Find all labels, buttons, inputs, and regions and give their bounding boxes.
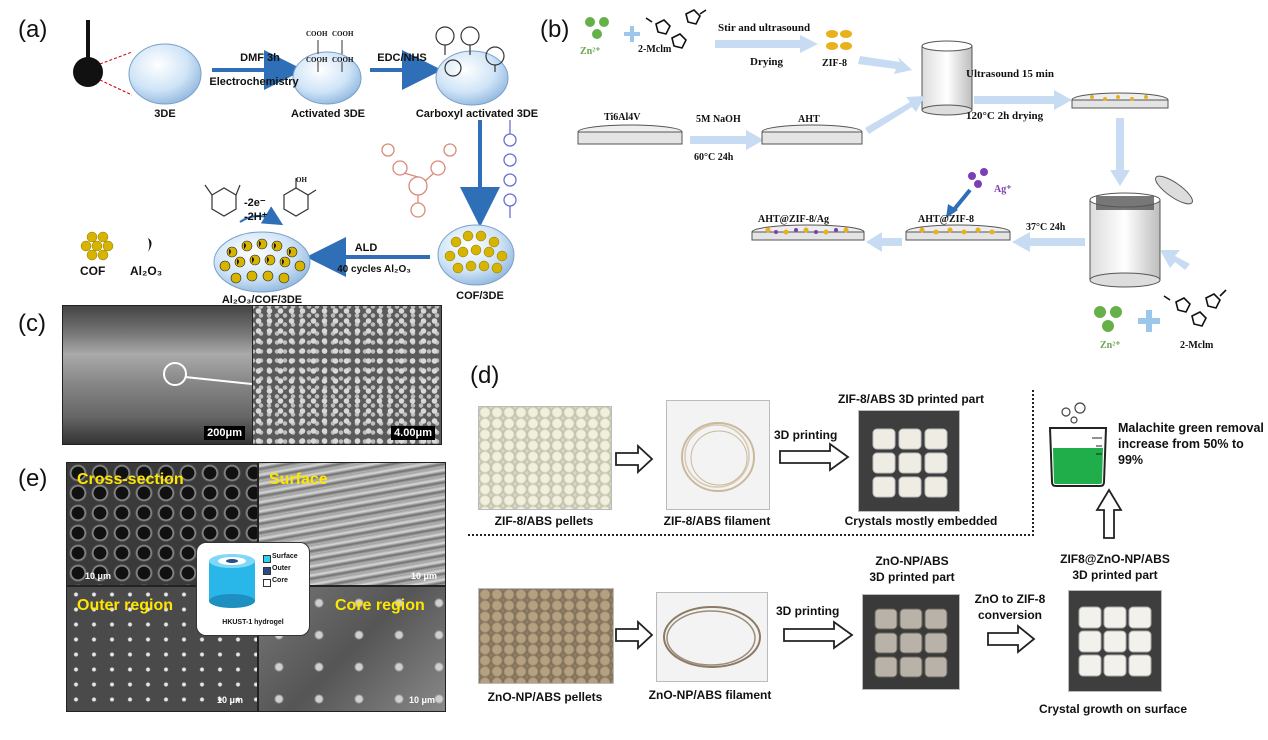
e-legend-surface: Surface — [272, 553, 298, 560]
a-ald-bottom: 40 cycles Al₂O₃ — [337, 264, 411, 275]
b-naoh-label: 5M NaOH — [696, 114, 741, 125]
d-arrow-2 — [779, 442, 850, 472]
d-zif-part-label: ZIF-8/ABS 3D printed part — [837, 392, 984, 406]
e-scale-3: 10 μm — [216, 695, 243, 705]
b-aht-zif-label: AHT@ZIF-8 — [918, 214, 974, 225]
a-step2-top: EDC/NHS — [377, 52, 427, 64]
b-mclm-bottom: 2-Mclm — [1180, 340, 1214, 351]
b-zif8-label: ZIF-8 — [822, 58, 847, 69]
d-zif8zno-part-photo — [1068, 590, 1162, 692]
b-aht-zif-ag-label: AHT@ZIF-8/Ag — [758, 214, 829, 225]
d-arrow-1 — [615, 444, 654, 474]
c-scale-200: 200μm — [204, 426, 245, 440]
b-drying-label: Drying — [750, 56, 783, 68]
a-cooh-3: COOH — [306, 56, 328, 64]
b-zn-bottom: Zn²⁺ — [1100, 340, 1121, 351]
d-arrow-5 — [987, 624, 1036, 654]
d-print1-label: 3D printing — [774, 428, 838, 442]
panel-b-diagram — [577, 9, 1227, 332]
c-zoom-arrow — [184, 376, 253, 387]
e-core-label: Core region — [335, 597, 425, 614]
d-zno-pellets-photo — [478, 588, 614, 684]
d-print2-label: 3D printing — [776, 604, 840, 618]
d-embedded-label: Crystals mostly embedded — [844, 514, 998, 528]
a-cooh-4: COOH — [332, 56, 354, 64]
e-legend-core: Core — [272, 577, 288, 584]
d-zif8zno-label-1: ZIF8@ZnO-NP/ABS — [1060, 552, 1170, 566]
c-sem-zoom: 4.00μm — [252, 305, 442, 445]
a-node-carboxyl: Carboxyl activated 3DE — [415, 108, 539, 120]
b-37c-label: 37°C 24h — [1026, 222, 1066, 233]
b-ti-label: Ti6Al4V — [604, 112, 641, 123]
panel-a-diagram — [73, 20, 517, 293]
e-hydrogel-inset: Surface Outer Core HKUST-1 hydrogel — [196, 542, 310, 636]
e-scale-2: 10 μm — [410, 571, 437, 581]
e-sem-outer: Outer region 10 μm — [66, 586, 258, 712]
e-scale-4: 10 μm — [408, 695, 435, 705]
d-divider-vertical — [1032, 390, 1034, 536]
b-naoh-cond: 60°C 24h — [694, 152, 734, 163]
e-legend-outer: Outer — [272, 565, 291, 572]
hydrogel-cylinder-icon — [209, 554, 255, 608]
d-zif-pellets-photo — [478, 406, 612, 510]
b-zn-label: Zn²⁺ — [580, 46, 601, 57]
panel-a-label: (a) — [18, 16, 48, 43]
a-node-3de: 3DE — [154, 108, 176, 120]
d-conv-label-2: conversion — [977, 608, 1043, 622]
a-oh: OH — [296, 176, 307, 184]
a-step1-top: DMF 3h — [240, 52, 280, 64]
panel-e-label: (e) — [18, 465, 48, 492]
d-zno-part-photo — [862, 594, 960, 690]
a-node-al2o3cof3de: Al₂O₃/COF/3DE — [221, 294, 303, 306]
a-ald-top: ALD — [354, 242, 378, 254]
d-zif-filament-photo — [666, 400, 770, 510]
b-mclm-label: 2-Mclm — [638, 44, 672, 55]
d-zif8zno-label-2: 3D printed part — [1072, 568, 1158, 582]
e-surface-label: Surface — [269, 471, 328, 488]
a-node-activated: Activated 3DE — [291, 108, 365, 120]
d-arrow-4 — [783, 620, 854, 650]
d-conv-label-1: ZnO to ZIF-8 — [974, 592, 1046, 606]
e-outer-label: Outer region — [77, 597, 174, 614]
e-cross-label: Cross-section — [77, 471, 184, 488]
d-zif-pellets-label: ZIF-8/ABS pellets — [494, 514, 594, 528]
d-zno-pellets-label: ZnO-NP/ABS pellets — [487, 690, 603, 704]
d-growth-label: Crystal growth on surface — [1038, 702, 1188, 716]
a-node-cof3de: COF/3DE — [456, 290, 504, 302]
a-redox-bottom: -2H⁺ — [244, 211, 268, 223]
a-legend-al2o3: Al₂O₃ — [130, 264, 163, 278]
beaker-icon — [1048, 402, 1108, 487]
e-hydrogel-label: HKUST-1 hydrogel — [222, 619, 284, 626]
b-ultra-label: Ultrasound 15 min — [966, 68, 1055, 80]
a-step1-bottom: Electrochemistry — [209, 76, 299, 88]
a-cooh-2: COOH — [332, 30, 354, 38]
e-legend-surface-swatch — [263, 555, 271, 563]
b-ultra2-label: 120°C 2h drying — [966, 110, 1044, 122]
c-zoom-circle — [163, 362, 187, 386]
panel-b-label: (b) — [540, 16, 570, 43]
a-legend-cof: COF — [80, 264, 106, 278]
e-legend-outer-swatch — [263, 567, 271, 575]
d-zno-part-label-2: 3D printed part — [869, 570, 955, 584]
d-zno-filament-label: ZnO-NP/ABS filament — [648, 688, 772, 702]
d-zno-filament-photo — [656, 592, 768, 682]
a-cooh-1: COOH — [306, 30, 328, 38]
a-redox-top: -2e⁻ — [244, 197, 266, 209]
e-legend-core-swatch — [263, 579, 271, 587]
panel-c-label: (c) — [18, 310, 46, 337]
d-malachite-label: Malachite green removal increase from 50… — [1118, 421, 1264, 467]
d-zif-filament-label: ZIF-8/ABS filament — [663, 514, 771, 528]
d-zif-part-photo — [858, 410, 960, 512]
b-stir-label: Stir and ultrasound — [718, 22, 811, 34]
c-scale-4: 4.00μm — [391, 426, 435, 440]
b-aht-label: AHT — [798, 114, 820, 125]
b-ag-label: Ag⁺ — [994, 184, 1012, 195]
d-zno-part-label-1: ZnO-NP/ABS — [875, 554, 949, 568]
e-scale-1: 10 μm — [85, 571, 112, 581]
d-arrow-3 — [615, 620, 654, 650]
c-sem-fiber: 200μm — [62, 305, 254, 445]
d-divider-horizontal — [468, 534, 1034, 536]
d-up-arrow — [1095, 488, 1123, 539]
panel-d-label: (d) — [470, 362, 500, 389]
